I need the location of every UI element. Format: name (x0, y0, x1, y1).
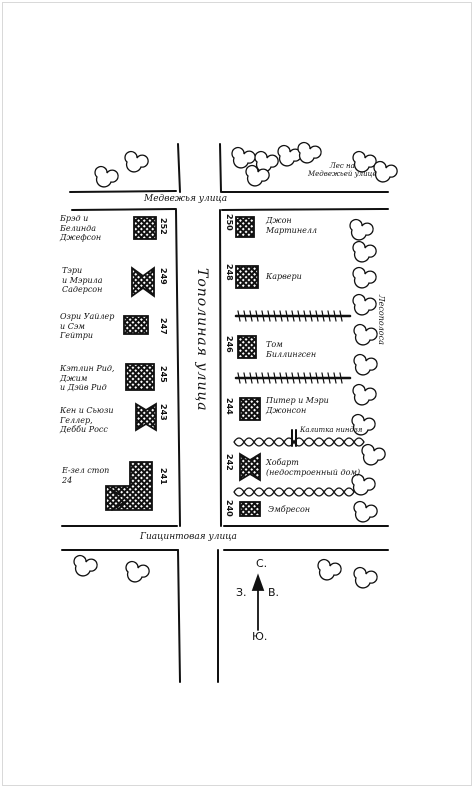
hedge-ticks (237, 310, 343, 384)
right-owner-4: Питер и Мэри Джонсон (266, 396, 329, 415)
left-number-5: 243 (159, 404, 168, 421)
right-number-4: 244 (225, 398, 234, 415)
street-label-top: Медвежья улица (144, 194, 228, 204)
compass-east: В. (268, 586, 280, 599)
left-number-6: 241 (159, 468, 168, 485)
left-owner-3: Озри Уайлер и Сэм Гейтри (60, 312, 115, 341)
page-frame (2, 2, 472, 786)
compass-arrow (251, 573, 265, 631)
left-owner-1: Брэд и Белинда Джефсон (60, 214, 102, 243)
right-number-5: 242 (225, 454, 234, 471)
left-number-4: 245 (159, 366, 168, 383)
houses (105, 216, 261, 517)
right-number-6: 240 (225, 500, 234, 517)
forest-strip-label: Лесополоса (377, 295, 386, 345)
trees (73, 141, 398, 589)
right-number-3: 246 (225, 336, 234, 353)
left-number-1: 252 (159, 218, 168, 235)
right-number-1: 250 (225, 214, 234, 231)
forest-label: Лес на Медвежьей улице (308, 162, 377, 179)
left-owner-5: Кен и Сьюзи Геллер, Дебби Росс (60, 406, 114, 435)
right-owner-5: Хобарт (недостроенный дом) (266, 458, 361, 477)
right-owner-2: Карвери (266, 272, 302, 281)
right-number-2: 248 (225, 264, 234, 281)
right-owner-6: Эмбресон (268, 505, 311, 514)
right-owner-3: Том Биллингсен (266, 340, 317, 359)
street-label-bottom: Гиацинтовая улица (140, 532, 237, 542)
compass-south: Ю. (252, 630, 268, 643)
compass-north: С. (256, 557, 268, 570)
bush-row-lower (233, 487, 355, 497)
left-owner-4: Кэтлин Рид, Джим и Дэйв Рид (60, 364, 115, 393)
gate-label: Калитка ниндзя (300, 426, 363, 434)
left-owner-2: Тэри и Мэрила Садерсон (62, 266, 103, 295)
compass-west: З. (236, 586, 247, 599)
street-lines (61, 143, 389, 683)
left-number-2: 249 (159, 268, 168, 285)
bush-row-upper (233, 429, 365, 447)
left-number-3: 247 (159, 318, 168, 335)
left-owner-6: Е-зел стоп 24 (62, 466, 110, 485)
right-owner-1: Джон Мартинелл (266, 216, 318, 235)
street-label-main: Тополиная улица (194, 268, 210, 412)
